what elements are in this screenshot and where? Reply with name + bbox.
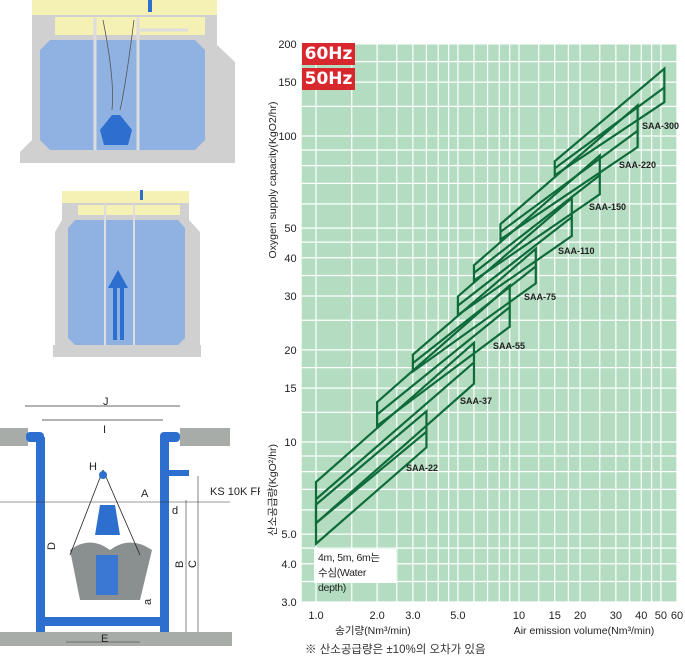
x-tick-label: 1.0 — [308, 610, 323, 622]
flange-label: KS 10K FF — [210, 486, 260, 498]
badge-50hz: 50Hz — [302, 68, 355, 90]
series-label: SAA-300 — [642, 121, 679, 131]
series-envelope — [376, 282, 511, 428]
series-label: SAA-150 — [589, 202, 626, 212]
footnote: ※ 산소공급량은 ±10%의 오차가 있음 — [305, 644, 486, 656]
dim-label-diameter: D — [46, 542, 58, 550]
badge-60hz: 60Hz — [302, 43, 355, 65]
y-tick-label: 100 — [278, 131, 296, 143]
x-axis-title: Air emission volume(Nm³/min) — [514, 625, 655, 637]
x-tick-label: 15 — [549, 610, 561, 622]
y-axis-title: Oxygen supply capacity(KgO2/hr) — [267, 102, 279, 259]
water-depth-note: 4m, 5m, 6m는 수심(Water depth) — [314, 549, 396, 594]
y-axis-title-korean: 산소공급량(KgO²/hr) — [267, 444, 279, 536]
x-tick-label: 10 — [513, 610, 525, 622]
x-tick-label: 60 — [671, 610, 683, 622]
series-mid-depth-line — [554, 86, 666, 170]
tank-illustration-small — [53, 190, 201, 357]
y-tick-label: 10 — [284, 437, 296, 449]
y-tick-label: 30 — [284, 291, 296, 303]
y-tick-label: 50 — [284, 223, 296, 235]
note-line-2: 수심(Water depth) — [318, 567, 367, 594]
series-envelope — [472, 153, 601, 283]
tick-labels: 1.0 2.0 3.0 5.0 10 15 20 30 40 50 60 200 150 100 50 40 3… — [278, 39, 683, 622]
y-tick-label: 5.0 — [281, 529, 296, 541]
series-label: SAA-55 — [493, 341, 525, 351]
dim-label-a-upper: A — [141, 488, 149, 500]
x-tick-label: 30 — [610, 610, 622, 622]
x-tick-label: 5.0 — [450, 610, 465, 622]
series-mid-depth-line — [457, 216, 573, 307]
x-tick-label: 40 — [635, 610, 647, 622]
series-mid-depth-line — [473, 174, 601, 274]
dim-label-a-lower: a — [142, 598, 154, 605]
installation-illustrations: J I H A d B C E D a KS 10K FF — [0, 0, 260, 646]
x-tick-label: 20 — [574, 610, 586, 622]
tank-illustration-large — [20, 0, 235, 163]
series-envelope — [499, 102, 639, 242]
y-tick-label: 40 — [284, 253, 296, 265]
series-mid-depth-line — [499, 129, 639, 233]
x-tick-label: 50 — [655, 610, 667, 622]
dim-label-c: C — [187, 560, 199, 568]
y-tick-label: 20 — [284, 345, 296, 357]
dim-label-e: E — [101, 633, 108, 645]
x-tick-label: 2.0 — [369, 610, 384, 622]
series-saa-75: SAA-75 — [411, 246, 556, 374]
series-label: SAA-37 — [460, 396, 492, 406]
series-saa-37: SAA-37 — [314, 340, 492, 526]
dim-label-i: I — [103, 424, 106, 436]
y-tick-label: 3.0 — [281, 597, 296, 609]
series-envelope — [553, 66, 666, 178]
series-saa-220: SAA-220 — [499, 102, 656, 242]
x-tick-label: 3.0 — [405, 610, 420, 622]
series-label: SAA-110 — [558, 246, 595, 256]
x-axis-title-korean: 송기량(Nm³/min) — [335, 625, 411, 637]
dim-label-b: B — [174, 561, 186, 568]
series-label: SAA-75 — [524, 292, 556, 302]
series-mid-depth-line — [412, 265, 537, 365]
y-tick-label: 200 — [278, 39, 296, 51]
series-saa-300: SAA-300 — [553, 66, 679, 178]
series-label: SAA-22 — [406, 463, 438, 473]
dim-label-h: H — [89, 461, 97, 473]
dim-label-d: d — [172, 505, 178, 517]
series-group: SAA-22 SAA-37 SAA-55 SAA-75 SAA-110 SAA-150 SA… — [314, 66, 679, 547]
series-label: SAA-220 — [619, 160, 656, 170]
dim-label-j: J — [103, 396, 109, 408]
series-mid-depth-line — [315, 361, 475, 501]
series-saa-150: SAA-150 — [472, 153, 626, 283]
series-envelope — [411, 246, 537, 374]
y-tick-label: 15 — [284, 383, 296, 395]
y-tick-label: 150 — [278, 77, 296, 89]
series-mid-depth-line — [376, 306, 511, 416]
note-line-1: 4m, 5m, 6m는 — [318, 552, 380, 564]
y-tick-label: 4.0 — [281, 559, 296, 571]
series-saa-55: SAA-55 — [376, 282, 525, 428]
pump-dimension-drawing: J I H A d B C E D a KS 10K FF — [0, 396, 260, 646]
series-envelope — [314, 340, 476, 526]
